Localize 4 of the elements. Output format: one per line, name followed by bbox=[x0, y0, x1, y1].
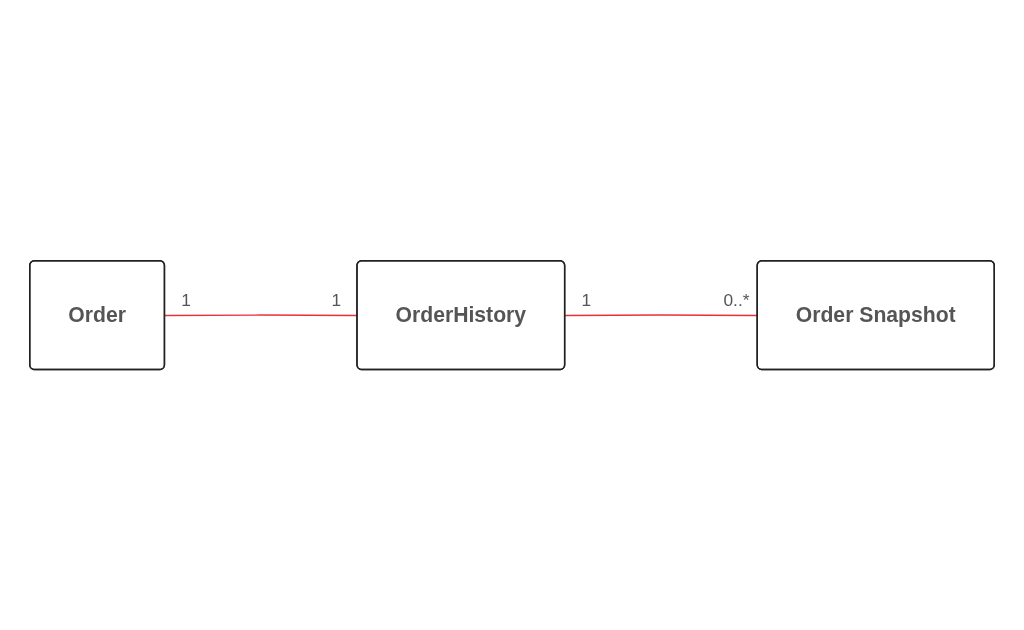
multiplicity-label: 0..* bbox=[723, 289, 750, 310]
multiplicity-label: 1 bbox=[181, 289, 191, 310]
multiplicity-label: 1 bbox=[331, 289, 342, 310]
multiplicity-label: 1 bbox=[581, 289, 592, 310]
